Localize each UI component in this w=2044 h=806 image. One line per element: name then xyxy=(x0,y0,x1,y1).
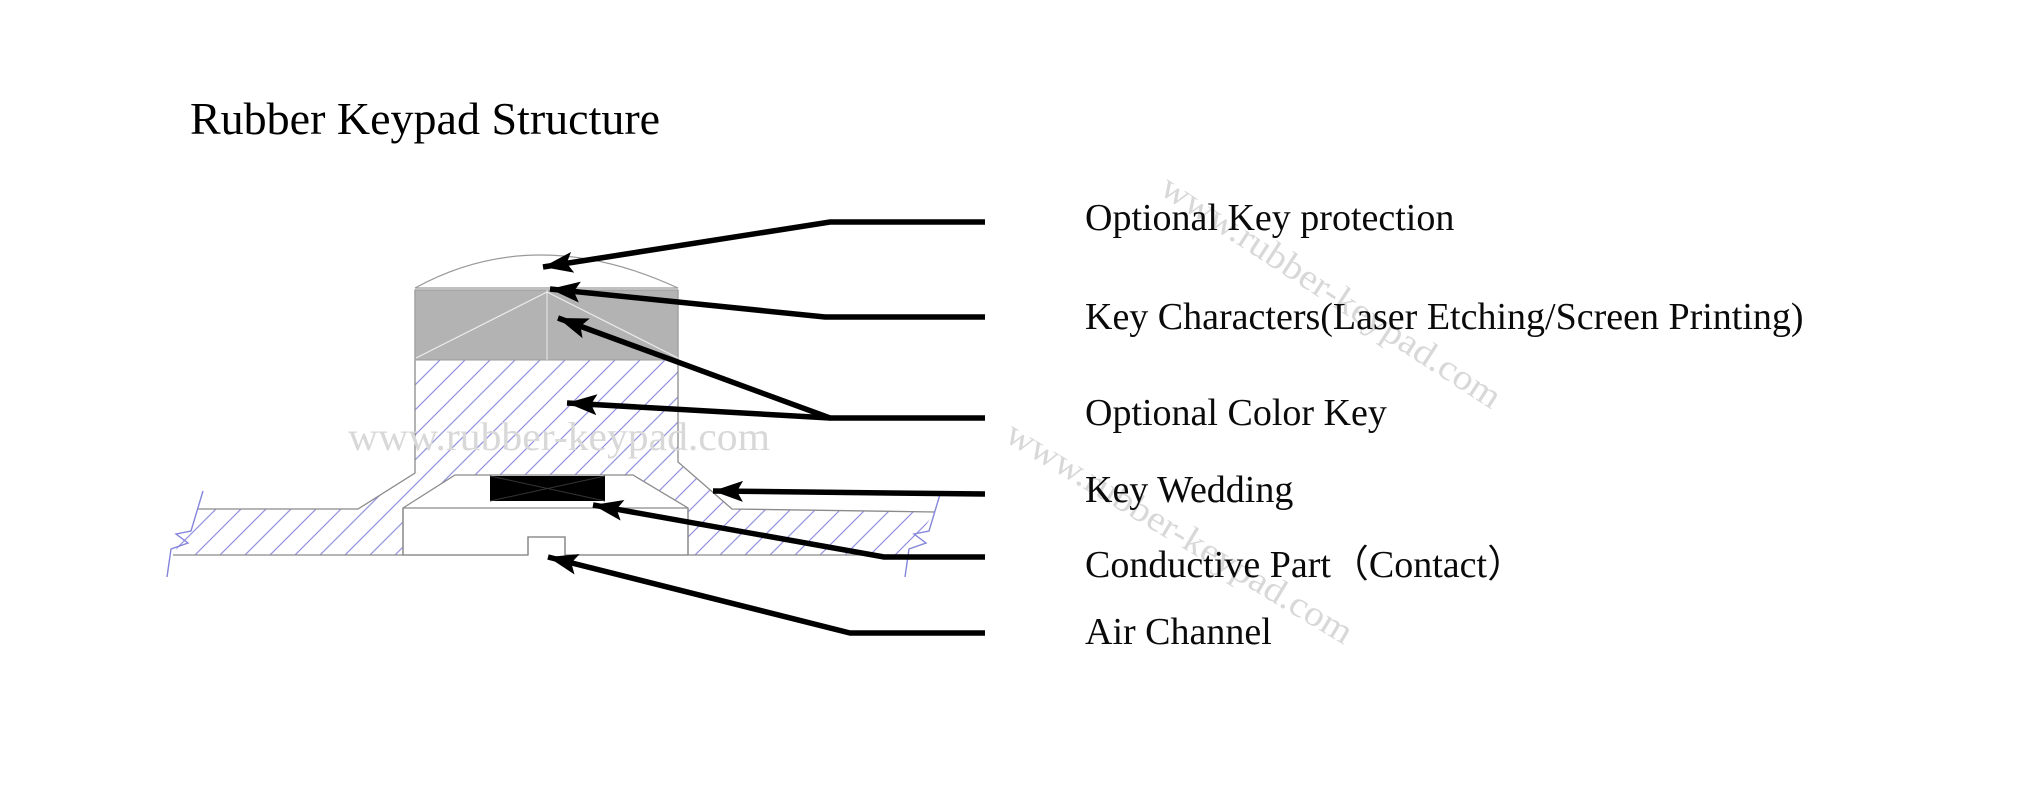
label-conductive-part: Conductive Part（Contact） xyxy=(1085,544,1526,586)
label-key-characters: Key Characters(Laser Etching/Screen Prin… xyxy=(1085,296,1804,338)
leader-conductive-part xyxy=(592,499,985,560)
break-mark-left xyxy=(166,490,204,578)
conductive-part xyxy=(489,475,606,502)
label-optional-key-protection: Optional Key protection xyxy=(1085,197,1455,239)
key-dome xyxy=(414,254,679,289)
leader-air-channel xyxy=(547,554,985,636)
watermark-text-horizontal: www.rubber-keypad.com xyxy=(348,414,770,459)
label-optional-color-key: Optional Color Key xyxy=(1085,392,1387,434)
label-key-wedding: Key Wedding xyxy=(1085,469,1294,511)
leader-key-wedding xyxy=(712,480,986,502)
leader-key-characters xyxy=(549,281,985,320)
label-air-channel: Air Channel xyxy=(1085,611,1272,653)
leader-arrows xyxy=(542,219,986,636)
leader-key-protection xyxy=(542,219,985,273)
air-channel-notch xyxy=(527,536,566,555)
page-title: Rubber Keypad Structure xyxy=(190,93,661,144)
break-mark-right xyxy=(904,490,942,578)
leader-color-key-lower xyxy=(566,394,831,421)
